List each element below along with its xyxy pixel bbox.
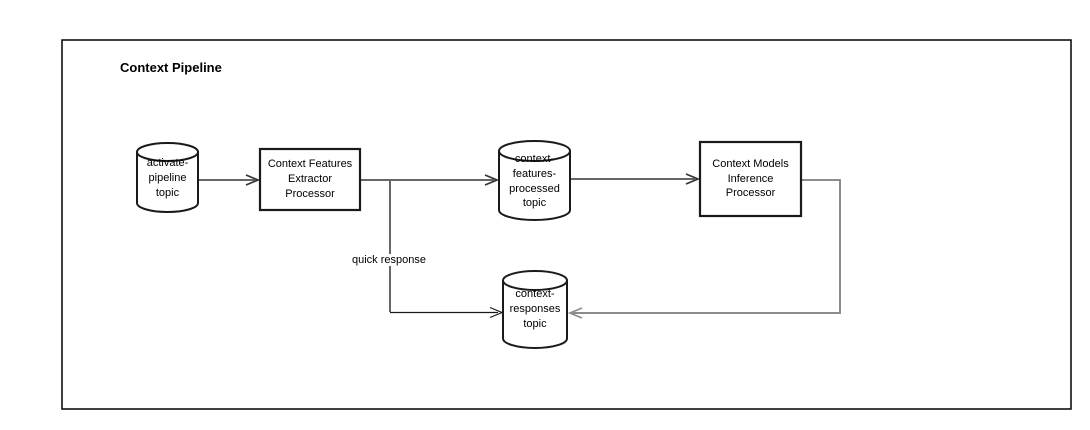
cylinder-body xyxy=(498,151,571,221)
arrowhead xyxy=(567,307,583,319)
models-inference-box xyxy=(698,140,803,218)
responses-topic-cylinder xyxy=(502,270,568,349)
cylinder-body xyxy=(136,152,199,213)
features-processed-topic-cylinder xyxy=(498,140,571,221)
arrowhead xyxy=(484,174,500,186)
cylinder-top xyxy=(502,270,568,291)
diagram-border xyxy=(61,39,1072,410)
cylinder-body xyxy=(502,280,568,349)
cylinder-top xyxy=(498,140,571,162)
activate-pipeline-topic-cylinder xyxy=(136,142,199,213)
diagram-title: Context Pipeline xyxy=(120,60,222,75)
edge-inference-to-responses-topic xyxy=(572,179,841,314)
arrowhead xyxy=(685,173,701,185)
quick-response-label: quick response xyxy=(349,254,429,266)
cylinder-top xyxy=(136,142,199,162)
arrowhead xyxy=(245,174,261,186)
features-extractor-box xyxy=(258,147,362,212)
